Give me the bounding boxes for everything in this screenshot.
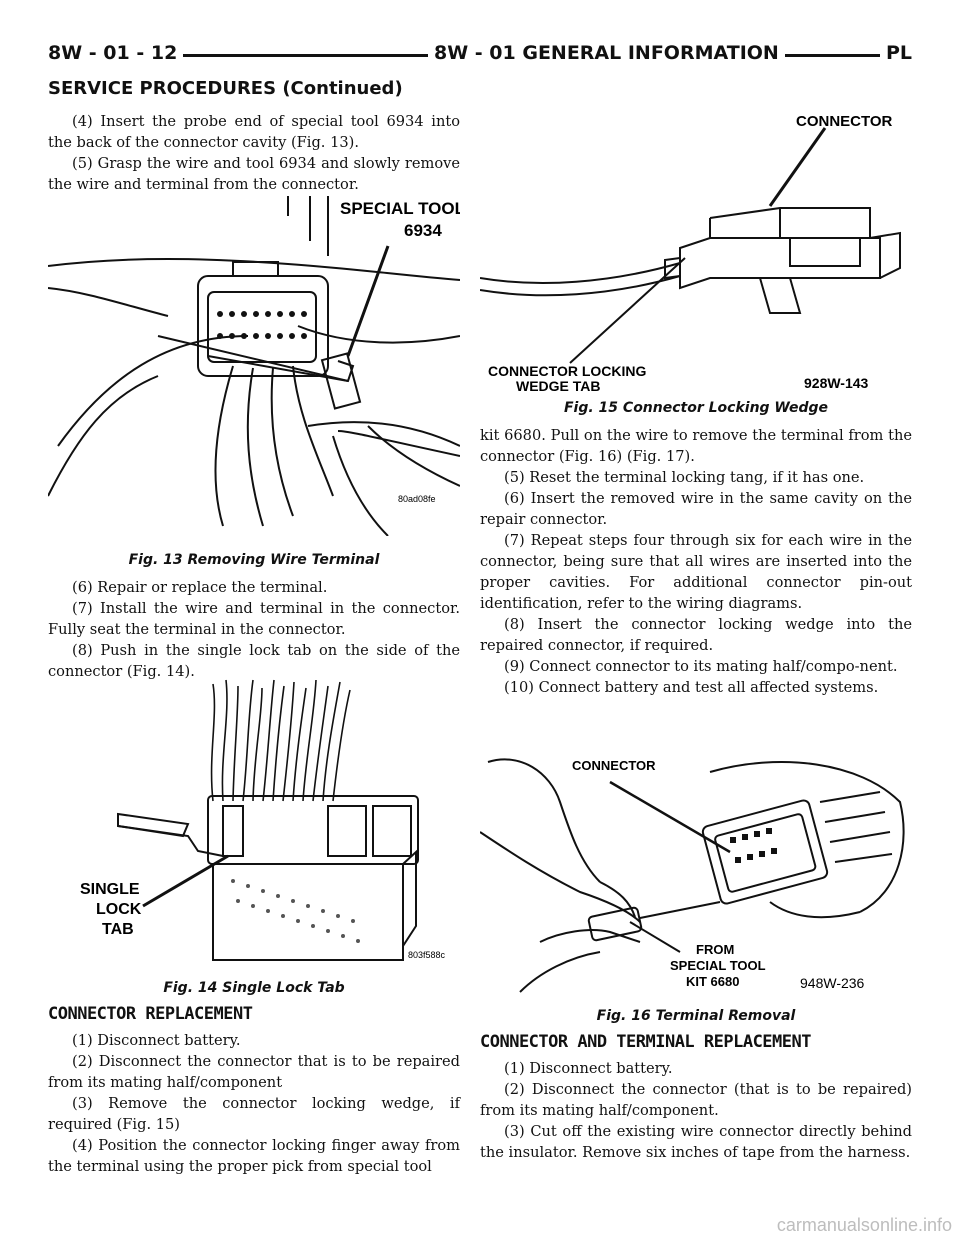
- paragraph: (7) Repeat steps four through six for ea…: [480, 532, 912, 612]
- fig13-caption: Fig. 13 Removing Wire Terminal: [128, 552, 380, 568]
- fig13-label: SPECIAL TOOL: [340, 199, 460, 218]
- figure-13: SPECIAL TOOL 6934 80ad08fe: [47, 196, 465, 537]
- paragraph: (4) Position the connector locking finge…: [48, 1137, 460, 1175]
- fig15-leader-arrow: [569, 257, 686, 364]
- fig14-code: 803f588c: [408, 950, 446, 960]
- paragraph: (3) Remove the connector locking wedge, …: [48, 1095, 460, 1133]
- heading-connector-terminal-replacement: CONNECTOR AND TERMINAL REPLACEMENT: [480, 1032, 812, 1052]
- fig16-caption: Fig. 16 Terminal Removal: [596, 1008, 796, 1024]
- section-title: SERVICE PROCEDURES (Continued): [48, 78, 403, 99]
- left-middle: (6) Repair or replace the terminal. (7) …: [48, 577, 460, 682]
- fig15-label: WEDGE TAB: [516, 378, 601, 392]
- fig16-illustration: CONNECTOR FROM SPECIAL TOOL KIT 6680 948…: [479, 758, 905, 993]
- heading-connector-replacement: CONNECTOR REPLACEMENT: [48, 1004, 253, 1024]
- fig15-label: CONNECTOR: [796, 113, 893, 130]
- fig15-caption: Fig. 15 Connector Locking Wedge: [563, 400, 829, 416]
- paragraph: (6) Insert the removed wire in the same …: [480, 490, 912, 528]
- figure-14: SINGLE LOCK TAB 803f588c: [48, 676, 460, 966]
- fig13-illustration: SPECIAL TOOL 6934 80ad08fe: [47, 196, 465, 537]
- fig15-code: 928W-143: [804, 375, 869, 391]
- fig16-leader-arrow: [629, 921, 681, 953]
- fig16-leader-arrow: [609, 780, 731, 854]
- page-number: 8W - 01 - 12: [48, 42, 184, 64]
- paragraph: (6) Repair or replace the terminal.: [72, 579, 328, 596]
- fig16-label: SPECIAL TOOL: [670, 958, 766, 973]
- fig13-label: 6934: [404, 221, 442, 240]
- paragraph: (2) Disconnect the connector that is to …: [48, 1053, 460, 1091]
- paragraph: (8) Push in the single lock tab on the s…: [48, 642, 460, 680]
- fig14-label: LOCK: [96, 901, 142, 918]
- paragraph: (7) Install the wire and terminal in the…: [48, 600, 460, 638]
- paragraph: (3) Cut off the existing wire connector …: [480, 1123, 912, 1161]
- paragraph: kit 6680. Pull on the wire to remove the…: [480, 427, 912, 465]
- watermark: carmanualsonline.info: [776, 1215, 952, 1235]
- paragraph: (1) Disconnect battery.: [504, 1060, 673, 1077]
- fig14-illustration: SINGLE LOCK TAB 803f588c: [80, 679, 446, 961]
- fig16-label: KIT 6680: [686, 974, 739, 989]
- fig16-label: CONNECTOR: [572, 758, 656, 773]
- fig16-code: 948W-236: [800, 975, 865, 991]
- paragraph: (10) Connect battery and test all affect…: [504, 679, 879, 696]
- right-steps2: (1) Disconnect battery. (2) Disconnect t…: [480, 1058, 912, 1163]
- paragraph: (8) Insert the connector locking wedge i…: [480, 616, 912, 654]
- left-intro: (4) Insert the probe end of special tool…: [48, 111, 460, 195]
- right-steps: kit 6680. Pull on the wire to remove the…: [480, 425, 912, 698]
- left-steps: (1) Disconnect battery. (2) Disconnect t…: [48, 1030, 460, 1177]
- paragraph: (1) Disconnect battery.: [72, 1032, 241, 1049]
- fig13-code: 80ad08fe: [398, 494, 436, 504]
- figure-15: CONNECTOR CONNECTOR LOCKING WEDGE TAB 92…: [479, 108, 912, 394]
- fig15-leader-arrow: [768, 127, 827, 207]
- page-header: 8W - 01 - 12 8W - 01 GENERAL INFORMATION…: [48, 40, 912, 68]
- fig16-label: FROM: [696, 942, 734, 957]
- fig14-label: TAB: [102, 921, 134, 938]
- paragraph: (5) Reset the terminal locking tang, if …: [504, 469, 865, 486]
- fig14-caption: Fig. 14 Single Lock Tab: [163, 980, 345, 996]
- paragraph: (2) Disconnect the connector (that is to…: [480, 1081, 912, 1119]
- chapter-title: 8W - 01 GENERAL INFORMATION: [428, 42, 785, 64]
- fig15-illustration: CONNECTOR CONNECTOR LOCKING WEDGE TAB 92…: [479, 113, 901, 394]
- paragraph: (5) Grasp the wire and tool 6934 and slo…: [48, 155, 460, 193]
- figure-16: CONNECTOR FROM SPECIAL TOOL KIT 6680 948…: [479, 742, 912, 1000]
- fig14-label: SINGLE: [80, 881, 140, 898]
- fig14-leader-arrow: [142, 854, 229, 908]
- fig15-label: CONNECTOR LOCKING: [488, 363, 647, 379]
- paragraph: (9) Connect connector to its mating half…: [504, 658, 898, 675]
- fig13-leader-arrow: [346, 245, 390, 357]
- paragraph: (4) Insert the probe end of special tool…: [48, 113, 460, 151]
- model-code: PL: [879, 42, 912, 64]
